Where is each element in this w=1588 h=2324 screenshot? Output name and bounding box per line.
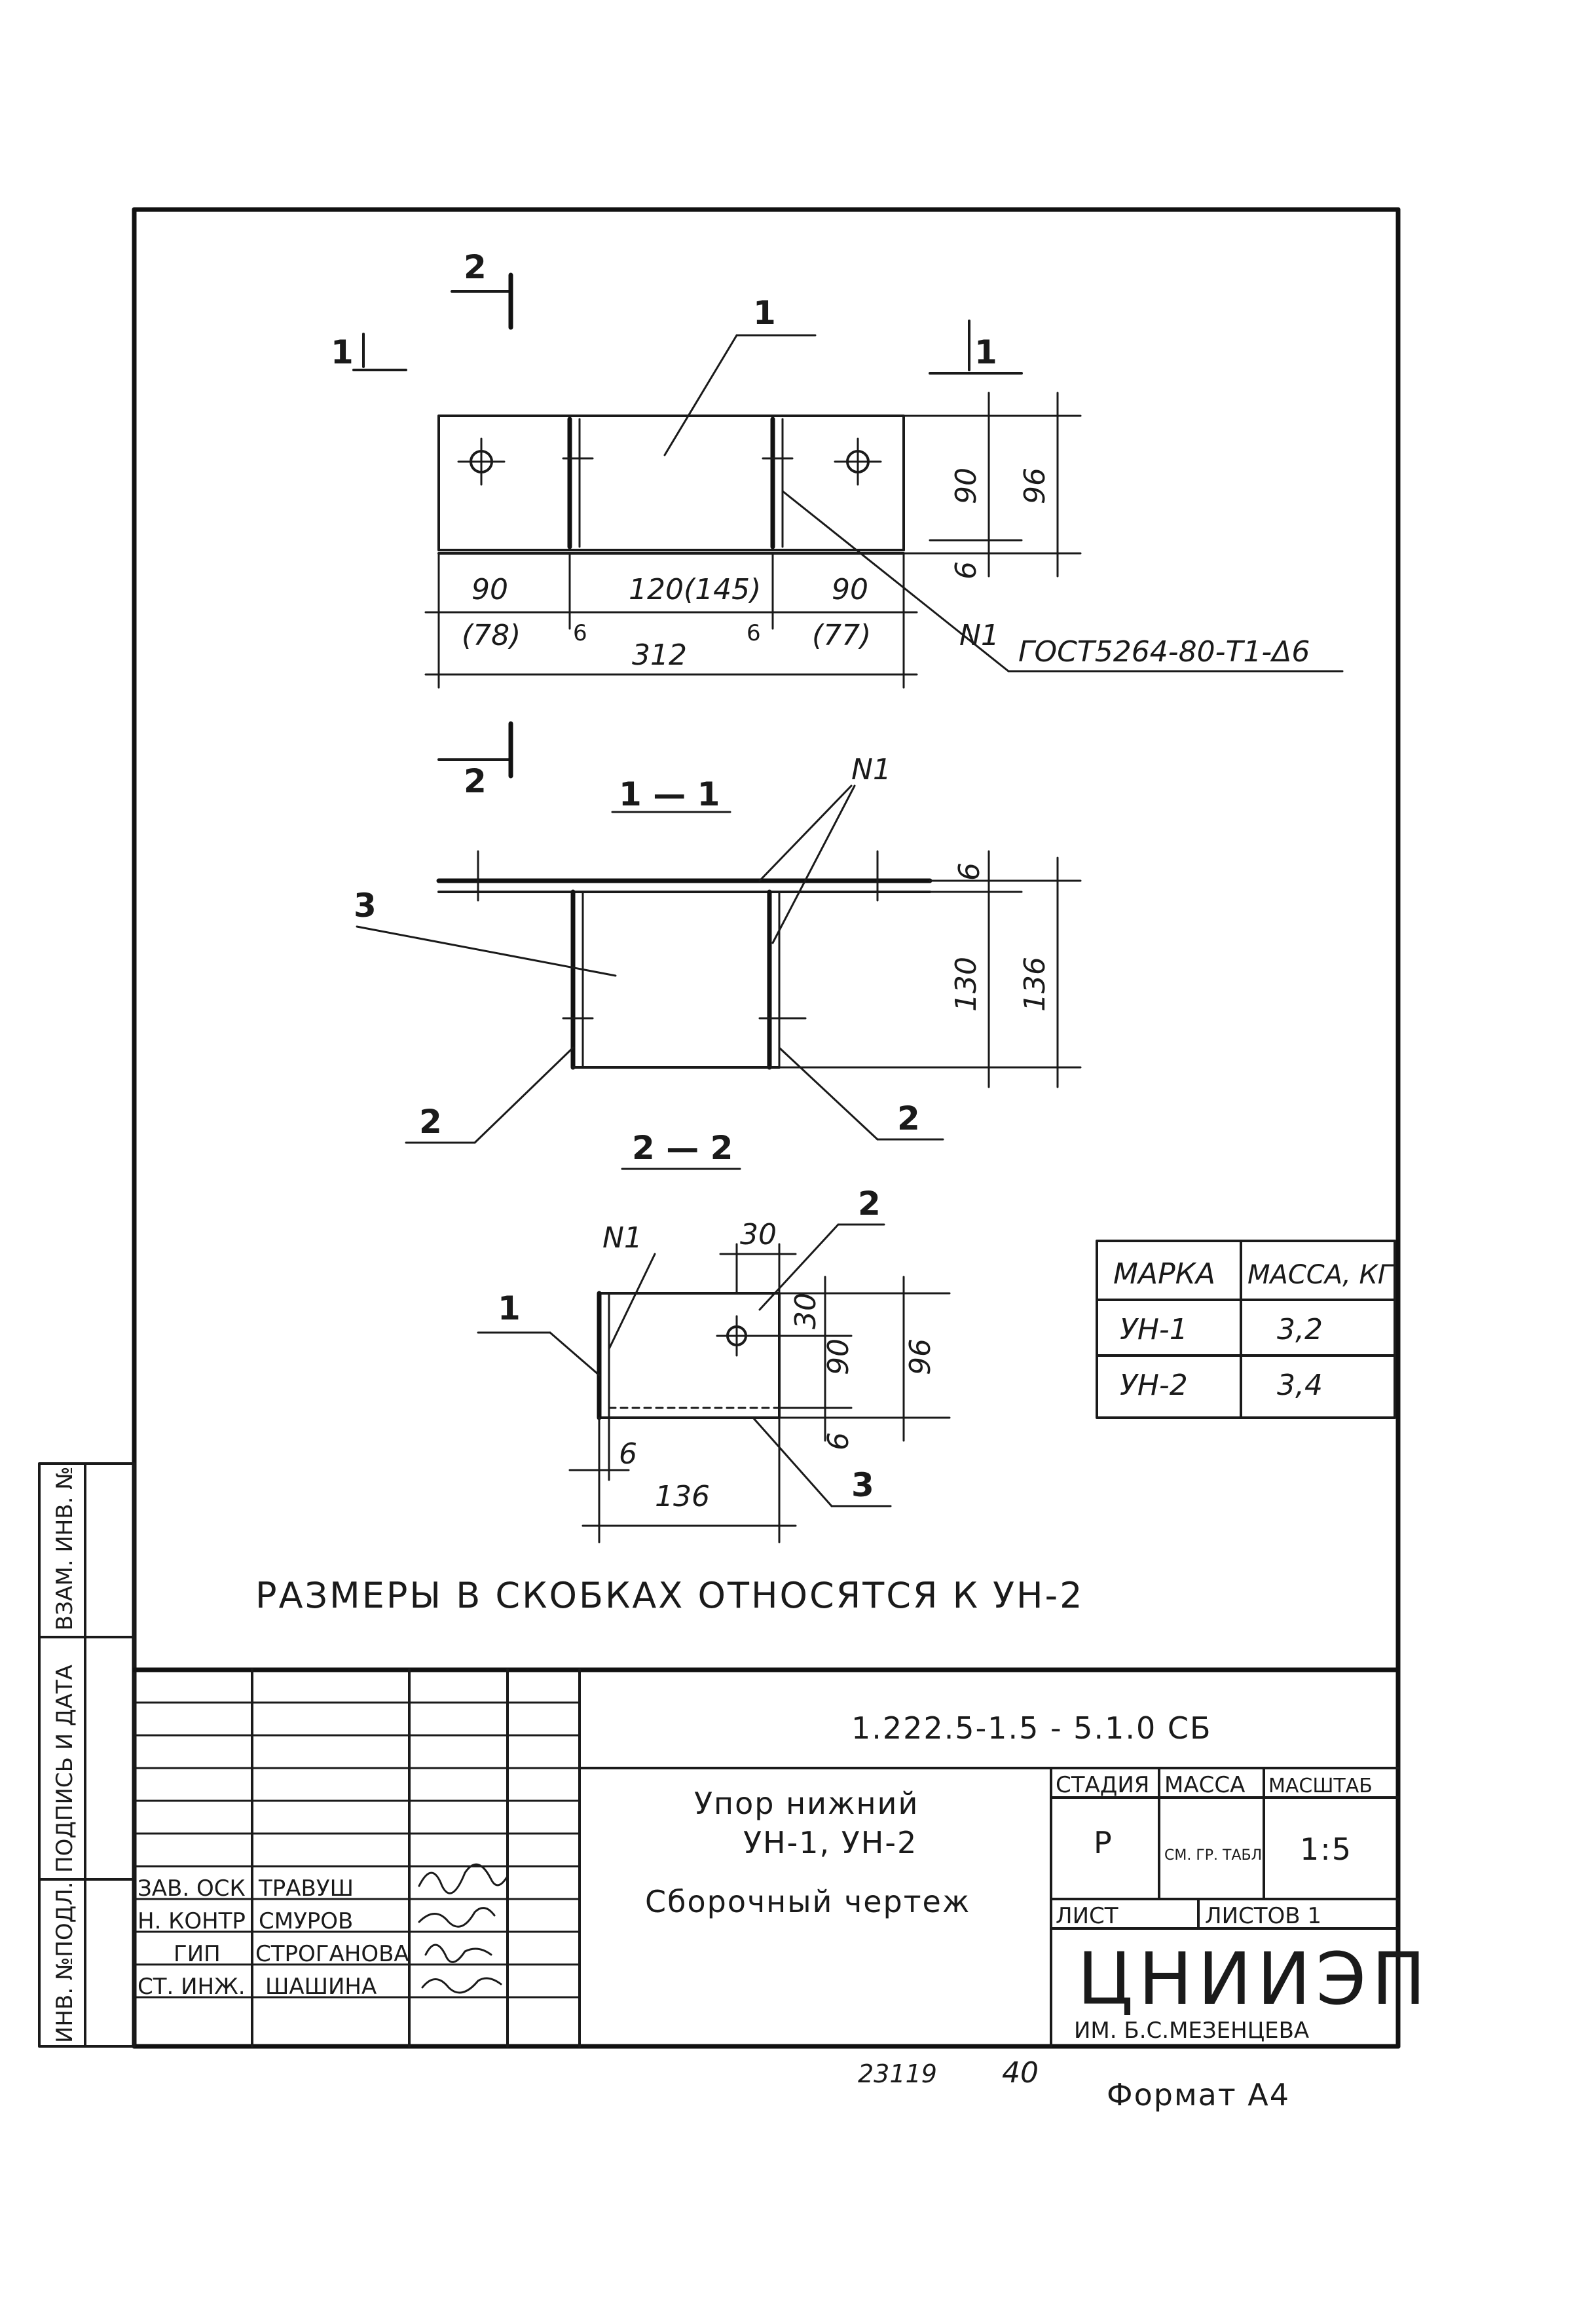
sign-name-1: ТРАВУШ	[258, 1875, 354, 1902]
section-1-1-part-2-left: 2	[419, 1103, 442, 1141]
section-1-1-weld-label: N1	[851, 753, 891, 786]
section-2-mark-top: 2	[464, 248, 487, 286]
title-col-scale: МАСШТАБ	[1268, 1775, 1373, 1798]
title-org-name: ЦНИИЭП	[1077, 1937, 1431, 2021]
section-2-2-dim-outer: 96	[904, 1338, 937, 1375]
mass-table: МАРКА МАССА, КГ УН-1 3,2 УН-2 3,4	[1096, 1240, 1396, 1419]
section-2-2-weld-label: N1	[602, 1221, 642, 1255]
section-2-2-dim-hole-x: 30	[740, 1218, 777, 1251]
section-2-2-hole	[716, 1315, 758, 1357]
hole-right	[834, 437, 882, 486]
plan-dim-right-alt: (77)	[812, 619, 871, 652]
plan-dim-total: 312	[632, 638, 687, 672]
sign-role-1: ЗАВ. ОСК	[138, 1875, 246, 1902]
plan-part-1-label: 1	[753, 294, 776, 332]
footer-number: 23119	[858, 2059, 937, 2088]
sign-name-3: СТРОГАНОВА	[255, 1941, 409, 1967]
plan-dim-height-inner: 90	[950, 468, 983, 504]
section-1-1-part-2-right: 2	[897, 1099, 920, 1137]
title-designation: 1.222.5-1.5 - 5.1.0 СБ	[851, 1710, 1212, 1746]
side-stamp-vzam-inv: ВЗАМ. ИНВ. №	[52, 1466, 78, 1631]
mass-table-header-mark: МАРКА	[1113, 1257, 1215, 1291]
section-2-2-title: 2 — 2	[632, 1129, 733, 1167]
plan-dim-plate: 6	[950, 561, 983, 580]
mass-table-row-1-mass: 3,2	[1277, 1313, 1323, 1346]
title-org-sub: ИМ. Б.С.МЕЗЕНЦЕВА	[1074, 2018, 1309, 2044]
side-stamp-inv-podl: ИНВ. №ПОДЛ.	[52, 1881, 78, 2043]
section-2-2-view: 2 — 2 N1 1 2 3 30	[477, 1129, 951, 1543]
plan-weld-spec: ГОСТ5264-80-Т1-Δ6	[1018, 635, 1310, 669]
plan-view: 2 1 1 1	[331, 248, 1344, 800]
title-mass-value: СМ. ГР. ТАБЛ	[1164, 1847, 1262, 1864]
mass-table-header-mass: МАССА, КГ	[1247, 1260, 1394, 1290]
plan-dim-middle: 120(145)	[629, 573, 761, 606]
section-1-1-dim-outer: 136	[1018, 957, 1052, 1012]
title-stage-value: Р	[1094, 1825, 1113, 1860]
plan-weld-size-left: 6	[573, 620, 587, 646]
sign-role-3: ГИП	[174, 1941, 221, 1967]
title-doc-type: Сборочный чертеж	[645, 1884, 970, 1919]
dimensions-note: РАЗМЕРЫ В СКОБКАХ ОТНОСЯТСЯ К УН-2	[255, 1575, 1084, 1616]
footer-copy: 40	[1002, 2056, 1039, 2090]
section-2-2-dim-hole-y: 30	[789, 1293, 822, 1329]
title-item-name-2: УН-1, УН-2	[743, 1825, 917, 1860]
sign-role-2: Н. КОНТР	[138, 1908, 246, 1934]
section-1-1-view: 1 — 1 N1 3 2 2 6 130	[354, 753, 1082, 1144]
plan-weld-size-right: 6	[747, 620, 761, 646]
title-col-mass: МАССА	[1164, 1772, 1245, 1798]
side-stamp-podpis-data: ПОДПИСЬ И ДАТА	[52, 1665, 78, 1873]
section-2-2-part-1: 1	[498, 1289, 521, 1327]
section-2-2-dim-inner: 90	[822, 1338, 855, 1375]
section-2-2-part-2: 2	[858, 1185, 881, 1223]
sign-name-4: ШАШИНА	[265, 1974, 377, 2000]
section-2-2-part-3: 3	[851, 1466, 874, 1504]
mass-table-row-1-mark: УН-1	[1120, 1313, 1188, 1346]
plan-dim-right: 90	[832, 573, 868, 606]
hole-left	[457, 437, 506, 486]
section-2-2-dim-width: 136	[655, 1480, 710, 1513]
side-stamp: ИНВ. №ПОДЛ. ПОДПИСЬ И ДАТА ВЗАМ. ИНВ. №	[38, 1462, 136, 2048]
section-1-mark-right: 1	[974, 333, 997, 371]
section-2-mark-bottom: 2	[464, 762, 487, 800]
sign-role-4: СТ. ИНЖ.	[138, 1974, 246, 2000]
title-scale-value: 1:5	[1300, 1832, 1352, 1867]
mass-table-row-2-mass: 3,4	[1277, 1369, 1323, 1402]
title-block: ЗАВ. ОСК ТРАВУШ Н. КОНТР СМУРОВ ГИП СТРО…	[132, 1667, 1431, 2048]
handwritten-signatures	[418, 1863, 509, 1994]
section-1-1-part-3: 3	[354, 887, 377, 925]
title-sheets-label: ЛИСТОВ 1	[1205, 1903, 1321, 1929]
title-item-name-1: Упор нижний	[694, 1786, 919, 1821]
plan-dim-left: 90	[471, 573, 508, 606]
section-1-1-title: 1 — 1	[619, 775, 720, 813]
mass-table-row-2-mark: УН-2	[1120, 1369, 1188, 1402]
sheet-frame	[132, 207, 1401, 2049]
title-col-stage: СТАДИЯ	[1056, 1772, 1149, 1798]
section-1-1-dim-inner: 130	[950, 957, 983, 1012]
plate-outline	[437, 415, 905, 551]
section-1-mark-left: 1	[331, 333, 354, 371]
plan-dim-height-outer: 96	[1018, 468, 1052, 504]
plan-weld-label: N1	[959, 619, 999, 652]
section-1-1-dim-top: 6	[953, 862, 986, 881]
plan-dim-left-alt: (78)	[462, 619, 521, 652]
section-2-2-dim-bottom: 6	[822, 1432, 855, 1450]
title-sheet-label: ЛИСТ	[1056, 1903, 1118, 1929]
section-2-2-dim-side: 6	[619, 1437, 637, 1471]
sign-name-2: СМУРОВ	[259, 1908, 353, 1934]
footer-format: Формат А4	[1107, 2077, 1290, 2112]
